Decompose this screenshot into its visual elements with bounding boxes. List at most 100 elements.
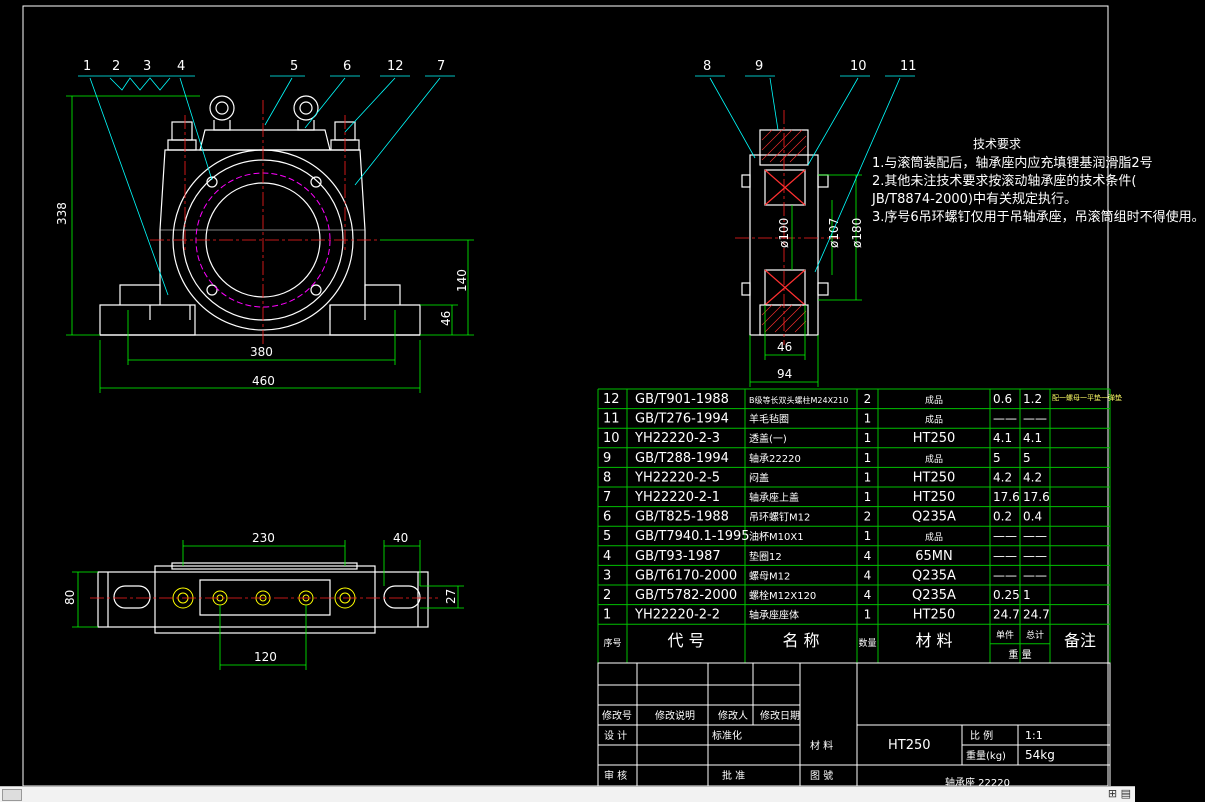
dim-front-height-base: 46: [439, 311, 453, 326]
scrollbar-thumb[interactable]: [2, 789, 22, 801]
dim-front-width-bolt: 380: [250, 345, 273, 359]
svg-text:6: 6: [343, 59, 351, 74]
front-leaders: [78, 75, 455, 296]
bom-cell-total-weight: 0.4: [1023, 510, 1042, 524]
bom-header-code: 代 号: [667, 631, 704, 650]
bom-cell-name: 透盖(一): [749, 432, 787, 445]
bom-cell-qty: 2: [864, 392, 872, 406]
bom-cell-code: GB/T901-1988: [635, 392, 729, 407]
bom-cell-unit-weight: 0.25: [993, 588, 1020, 602]
bom-cell-name: 螺母M12: [749, 570, 790, 582]
bom-cell-no: 5: [603, 529, 611, 544]
bom-cell-qty: 1: [864, 608, 872, 622]
bom-cell-no: 8: [603, 470, 611, 485]
bom-cell-no: 2: [603, 588, 611, 603]
bom-cell-qty: 1: [864, 529, 872, 543]
bom-cell-no: 11: [603, 412, 620, 427]
bom-cell-no: 9: [603, 451, 611, 466]
bom-cell-material: 成品: [925, 414, 943, 426]
cad-drawing-canvas[interactable]: 338 380 460 140 46 1 2 3 4 5 6 12 7: [0, 0, 1135, 789]
bom-cell-total-weight: 1: [1023, 588, 1031, 602]
title-weight-value: 54kg: [1025, 748, 1055, 762]
bom-cell-no: 12: [603, 392, 620, 407]
bom-header-no: 序号: [603, 637, 621, 649]
bom-cell-unit-weight: 0.6: [993, 392, 1012, 406]
svg-text:10: 10: [850, 59, 867, 74]
front-centerlines: [150, 100, 380, 345]
title-review: 审 核: [604, 769, 627, 782]
tech-requirement-line: 3.序号6吊环螺钉仅用于吊轴承座，吊滚筒组时不得使用。: [872, 210, 1205, 225]
svg-text:修改日期: 修改日期: [760, 709, 800, 722]
bom-cell-total-weight: 5: [1023, 451, 1031, 465]
dim-top-slot-width: 40: [393, 531, 408, 545]
bom-cell-no: 7: [603, 490, 611, 505]
bom-cell-total-weight: ——: [1023, 529, 1047, 543]
bom-cell-total-weight: ——: [1023, 412, 1047, 426]
svg-text:12: 12: [387, 59, 404, 74]
tech-requirements: 技术要求 1.与滚筒装配后，轴承座内应充填锂基润滑脂2号 2.其他未注技术要求按…: [872, 135, 1205, 227]
bom-cell-code: GB/T93-1987: [635, 549, 721, 564]
bom-cell-unit-weight: ——: [993, 568, 1017, 582]
bom-cell-total-weight: 4.2: [1023, 470, 1042, 484]
bom-cell-total-weight: 24.7: [1023, 608, 1050, 622]
bom-cell-name: 闷盖: [749, 471, 769, 484]
bom-cell-unit-weight: 4.1: [993, 431, 1012, 445]
bom-cell-no: 4: [603, 549, 611, 564]
dim-top-span: 230: [252, 531, 275, 545]
bom-cell-no: 1: [603, 608, 611, 623]
bom-cell-qty: 2: [864, 510, 872, 524]
bom-cell-no: 10: [603, 431, 620, 446]
bom-cell-unit-weight: 17.6: [993, 490, 1020, 504]
bom-cell-material: 成品: [925, 531, 943, 543]
bom-cell-name: 轴承座座体: [749, 609, 799, 622]
bom-cell-no: 3: [603, 568, 611, 583]
drawing-frame: [22, 5, 1109, 787]
title-standardize: 标准化: [712, 729, 742, 742]
side-dimensions: [749, 174, 862, 387]
side-part-labels: 8 9 10 11: [703, 59, 917, 74]
bom-cell-qty: 1: [864, 412, 872, 426]
svg-text:修改人: 修改人: [718, 709, 748, 722]
bom-cell-name: 轴承座上盖: [749, 491, 799, 504]
bom-cell-total-weight: ——: [1023, 568, 1047, 582]
bom-cell-no: 6: [603, 510, 611, 525]
bom-cell-total-weight: 4.1: [1023, 431, 1042, 445]
title-approve: 批 准: [722, 769, 745, 782]
bom-cell-name: B级等长双头螺柱M24X210: [749, 395, 848, 405]
bom-cell-note: 配一螺母一平垫一弹垫: [1052, 393, 1122, 402]
bom-cell-unit-weight: ——: [993, 412, 1017, 426]
tech-requirement-line: JB/T8874-2000)中有关规定执行。: [872, 192, 1078, 207]
bom-header-total: 总计: [1026, 629, 1044, 641]
title-scale-label: 比 例: [970, 729, 993, 742]
bom-cell-material: Q235A: [912, 510, 956, 525]
bom-cell-name: 螺栓M12X120: [749, 589, 816, 602]
bom-cell-qty: 4: [864, 549, 872, 563]
top-dimensions: [72, 540, 464, 670]
svg-text:9: 9: [755, 59, 763, 74]
top-view: [97, 562, 429, 634]
bom-cell-unit-weight: ——: [993, 529, 1017, 543]
title-design: 设 计: [604, 729, 627, 742]
svg-text:8: 8: [703, 59, 711, 74]
tech-requirements-title: 技术要求: [972, 137, 1021, 151]
svg-text:5: 5: [290, 59, 298, 74]
dim-top-depth: 80: [63, 590, 77, 605]
svg-text:2: 2: [112, 59, 120, 74]
bom-cell-qty: 1: [864, 490, 872, 504]
bom-cell-code: GB/T288-1994: [635, 451, 729, 466]
title-scale-value: 1:1: [1025, 729, 1043, 742]
bom-cell-code: YH22220-2-2: [634, 608, 720, 623]
dim-side-width-inner: 46: [777, 340, 792, 354]
bom-cell-total-weight: ——: [1023, 549, 1047, 563]
dim-front-height-center: 140: [455, 269, 469, 292]
dim-side-dia-outer: ø180: [850, 218, 864, 248]
title-block-revisions: 修改号 修改说明 修改人 修改日期: [602, 709, 800, 722]
bom-header-material: 材 料: [915, 631, 952, 650]
bom-cell-material: HT250: [913, 470, 956, 485]
bom-cell-material: HT250: [913, 490, 956, 505]
bom-cell-material: HT250: [913, 608, 956, 623]
horizontal-scrollbar[interactable]: ⊞ ▤: [0, 786, 1135, 802]
bom-cell-material: 65MN: [915, 549, 952, 564]
bom-cell-unit-weight: 4.2: [993, 470, 1012, 484]
bom-cell-total-weight: 17.6: [1023, 490, 1050, 504]
